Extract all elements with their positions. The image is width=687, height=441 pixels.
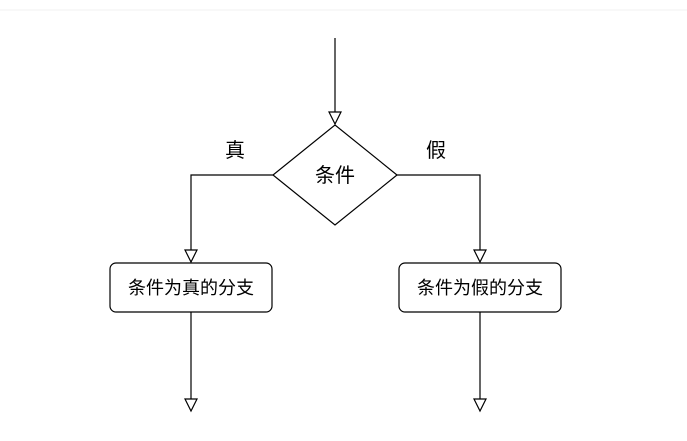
false-branch-box-label: 条件为假的分支	[417, 278, 543, 299]
true-branch-connector	[190, 174, 273, 250]
false-exit-arrowhead	[473, 398, 487, 413]
true-exit-arrowhead	[184, 398, 198, 413]
true-branch-arrowhead	[184, 249, 198, 264]
true-branch-box-label: 条件为真的分支	[128, 278, 254, 299]
false-branch-arrowhead	[473, 249, 487, 264]
entry-arrowhead	[328, 111, 342, 126]
false-branch-connector	[397, 174, 481, 250]
false-edge-label: 假	[426, 138, 446, 162]
decision-diamond	[272, 124, 398, 226]
true-edge-label: 真	[225, 138, 245, 162]
decision-label: 条件	[315, 163, 355, 187]
